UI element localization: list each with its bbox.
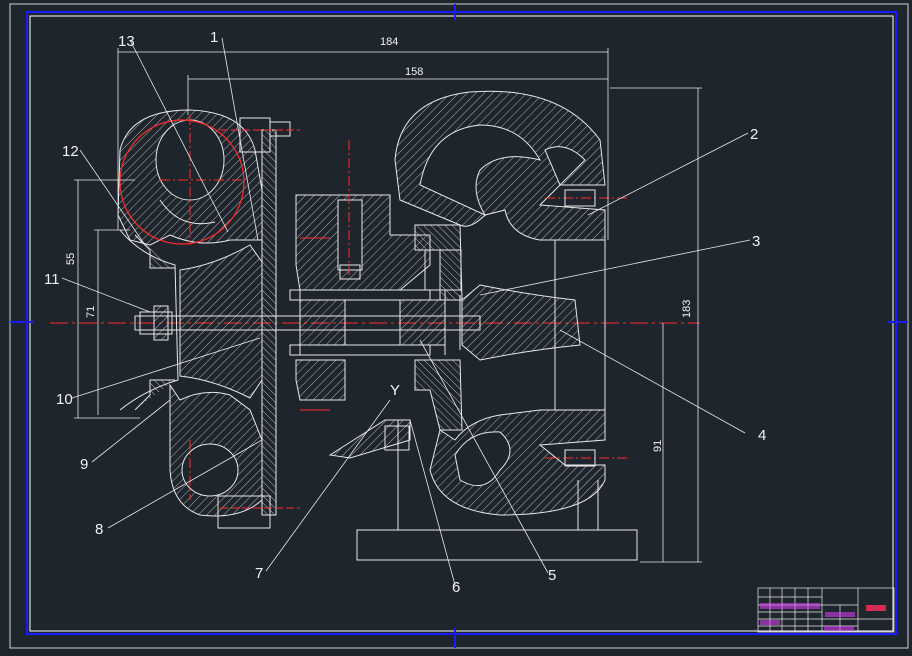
dim-inner-width: 158 (405, 66, 423, 78)
dim-left-55: 55 (65, 253, 77, 265)
part-label-6: 6 (452, 579, 460, 596)
part-label-7: 7 (255, 565, 263, 582)
part-label-12: 12 (62, 143, 79, 160)
part-label-4: 4 (758, 427, 766, 444)
center-bearing-housing (217, 117, 463, 529)
dim-left-71: 71 (85, 306, 97, 318)
drawing-border-inner (29, 15, 894, 632)
part-label-3: 3 (752, 233, 760, 250)
turbine-housing (356, 90, 638, 561)
part-label-11: 11 (44, 271, 60, 288)
part-label-9: 9 (80, 456, 88, 473)
part-label-13: 13 (118, 33, 135, 50)
dim-overall-width: 184 (380, 36, 398, 48)
part-label-1: 1 (210, 29, 218, 46)
volute-outline-red (119, 119, 245, 245)
part-label-2: 2 (750, 126, 758, 143)
dimension-lines (61, 37, 751, 586)
part-label-8: 8 (95, 521, 103, 538)
dim-base-height: 91 (652, 440, 664, 452)
title-block (757, 587, 895, 633)
part-label-5: 5 (548, 567, 556, 584)
shaft-assembly (134, 289, 481, 356)
part-label-10: 10 (56, 391, 73, 408)
dim-overall-height: 183 (681, 300, 693, 318)
outer-frame (9, 3, 909, 649)
section-mark-y: Y (390, 382, 400, 399)
